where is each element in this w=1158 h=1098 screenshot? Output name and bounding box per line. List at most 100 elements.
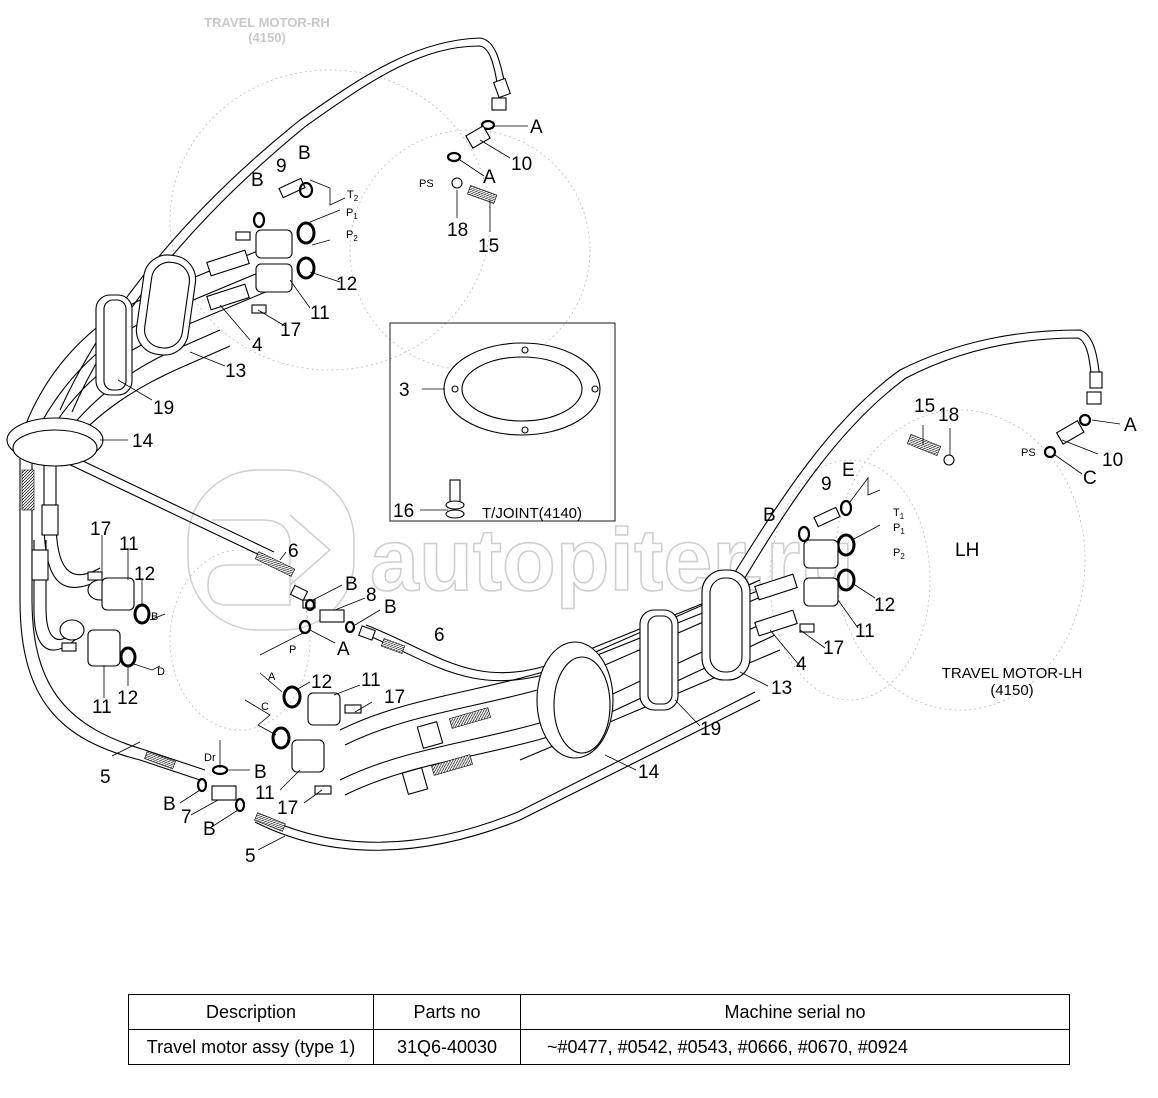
port-T1: T1	[893, 507, 905, 521]
cell-serial-no: ~#0477, #0542, #0543, #0666, #0670, #092…	[520, 1029, 1070, 1065]
ghost-center-joint	[169, 549, 311, 731]
callout-16: 16	[393, 501, 414, 522]
parts-table-header-row: Description Parts no Machine serial no	[128, 994, 1070, 1030]
callout-4: 4	[796, 654, 807, 675]
callout-E: E	[842, 460, 855, 481]
callout-9: 9	[276, 156, 287, 177]
grommet-14-lh	[536, 641, 614, 759]
callout-6: 6	[434, 625, 445, 646]
callouts-lh: 15 18 A 10 PS C E 9 B T1 P1 P2 12 11 17 …	[638, 396, 1137, 783]
callout-12: 12	[874, 595, 895, 616]
travel-motor-rh-code: (4150)	[248, 30, 286, 45]
callout-3: 3	[399, 380, 410, 401]
ghost-motor-rh	[169, 69, 591, 371]
callouts-rh: A 10 A PS 18 15 B 9 B T2 P1 P2 12 11 17 …	[132, 117, 543, 452]
header-machine-serial-no: Machine serial no	[520, 994, 1070, 1030]
port-P2: P2	[893, 547, 905, 561]
callouts-tjoint: 3 16	[393, 380, 414, 522]
hydraulic-hose-diagram: autopiter.ru TRAVEL MOTOR-RH (4150)	[6, 15, 1137, 867]
rh-fittings	[206, 119, 498, 314]
callout-B: B	[298, 143, 311, 164]
callout-PS: PS	[1021, 447, 1036, 459]
callout-Dr: Dr	[204, 752, 216, 764]
callout-A: A	[337, 639, 350, 660]
callout-9: 9	[821, 474, 832, 495]
callout-11: 11	[255, 783, 275, 804]
callout-15: 15	[914, 396, 935, 417]
table-row: Travel motor assy (type 1) 31Q6-40030 ~#…	[128, 1029, 1070, 1065]
travel-motor-lh-code: (4150)	[990, 682, 1033, 699]
callout-19: 19	[153, 398, 174, 419]
callout-18: 18	[938, 405, 959, 426]
clamp-19-lh	[639, 609, 679, 711]
hose-5-bottom	[144, 691, 761, 851]
callout-11: 11	[310, 303, 330, 324]
callout-C: C	[261, 701, 269, 713]
lh-mark: LH	[955, 540, 979, 561]
callout-17: 17	[280, 320, 301, 341]
callout-15: 15	[478, 236, 499, 257]
lh-fittings: LH	[754, 413, 1092, 637]
leader-lines	[100, 125, 1121, 851]
callout-D: D	[157, 666, 165, 678]
header-parts-no: Parts no	[373, 994, 521, 1030]
center-fittings	[59, 571, 362, 813]
callout-14: 14	[638, 762, 660, 783]
cell-parts-no: 31Q6-40030	[373, 1029, 521, 1065]
callout-A: A	[1124, 415, 1137, 436]
callout-B: B	[763, 505, 776, 526]
callouts-center: 17 11 12 B 12 D 11 6 B 8 B P A 6 A 12 11…	[90, 519, 445, 867]
callout-12: 12	[134, 564, 155, 585]
callout-8: 8	[366, 585, 377, 606]
hose-ps-rh	[59, 37, 512, 413]
grommet-13-rh	[135, 254, 197, 356]
callout-7: 7	[181, 807, 192, 828]
callout-4: 4	[252, 335, 263, 356]
port-T2: T2	[347, 189, 359, 203]
callout-13: 13	[771, 678, 792, 699]
callout-A: A	[530, 117, 543, 138]
tjoint-label: T/JOINT(4140)	[482, 505, 582, 522]
callout-12: 12	[336, 274, 357, 295]
callout-A: A	[483, 167, 496, 188]
callout-11: 11	[361, 670, 381, 691]
callout-11: 11	[855, 621, 875, 642]
callout-11: 11	[119, 534, 139, 555]
ghost-motor-lh	[769, 409, 1086, 711]
callout-6: 6	[288, 541, 299, 562]
callout-5: 5	[245, 846, 256, 867]
travel-motor-lh-title: TRAVEL MOTOR-LH	[942, 665, 1083, 682]
travel-motor-rh-title: TRAVEL MOTOR-RH	[204, 15, 330, 30]
callout-17: 17	[823, 638, 844, 659]
hose-drain-left	[19, 455, 206, 781]
callout-PS: PS	[419, 178, 434, 190]
callout-13: 13	[225, 361, 246, 382]
grommet-14-rh	[6, 417, 104, 467]
parts-table: Description Parts no Machine serial no T…	[128, 994, 1070, 1065]
callout-A: A	[268, 671, 276, 683]
port-P2: P2	[346, 229, 358, 243]
port-P1: P1	[346, 207, 358, 221]
callout-5: 5	[100, 767, 111, 788]
callout-P: P	[289, 644, 296, 656]
callout-B: B	[384, 597, 397, 618]
grommet-13-lh	[701, 569, 751, 681]
callout-17: 17	[90, 519, 111, 540]
hose-ps-lh	[729, 329, 1103, 587]
header-description: Description	[128, 994, 374, 1030]
port-P1: P1	[893, 522, 905, 536]
callout-18: 18	[447, 220, 468, 241]
tjoint-inset: T/JOINT(4140)	[389, 322, 616, 522]
callout-12: 12	[117, 688, 138, 709]
callout-10: 10	[1102, 450, 1123, 471]
callout-11: 11	[92, 697, 112, 718]
callout-B: B	[203, 819, 216, 840]
callout-B: B	[151, 611, 158, 623]
callout-14: 14	[132, 431, 154, 452]
callout-12: 12	[311, 672, 332, 693]
callout-17: 17	[384, 687, 405, 708]
callout-10: 10	[511, 154, 532, 175]
cell-description: Travel motor assy (type 1)	[128, 1029, 374, 1065]
clamp-19-rh	[95, 294, 133, 396]
callout-19: 19	[700, 719, 721, 740]
